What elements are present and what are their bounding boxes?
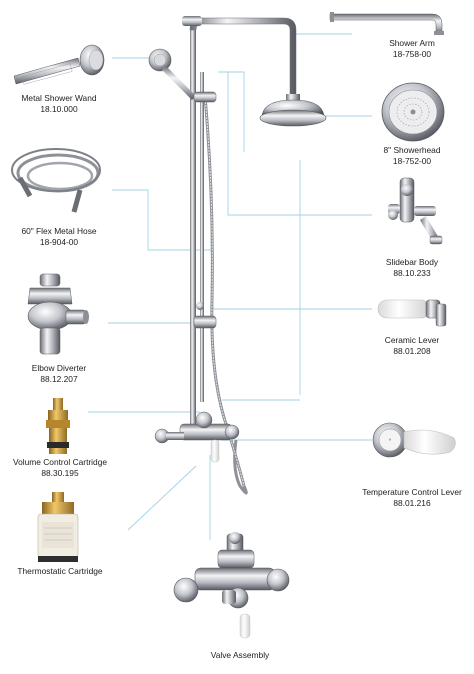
leader-thermo-cartridge (127, 465, 197, 531)
label-thermostatic-cartridge: Thermostatic Cartridge (8, 566, 112, 577)
elbow-diverter-image (27, 273, 89, 355)
ceramic-lever-image (377, 299, 447, 327)
part-number: 18-758-00 (392, 48, 432, 59)
label-elbow-diverter: Elbow Diverter 88.12.207 (14, 363, 104, 384)
label-flex-hose: 60" Flex Metal Hose 18-904-00 (14, 226, 104, 247)
part-number: 88.30.195 (41, 467, 79, 478)
part-name: Shower Arm (389, 38, 435, 48)
part-name: 8" Showerhead (383, 145, 441, 155)
label-volume-cartridge: Volume Control Cartridge 88.30.195 (8, 457, 112, 478)
part-name: Thermostatic Cartridge (17, 566, 103, 576)
part-number: 88.10.233 (393, 267, 431, 278)
part-number: 88.01.216 (393, 497, 431, 508)
part-name: 60" Flex Metal Hose (21, 226, 97, 236)
metal-wand-image (13, 44, 105, 85)
part-number: 88.01.208 (393, 345, 431, 356)
label-temperature-lever: Temperature Control Lever 88.01.216 (362, 487, 462, 508)
volume-cartridge-image (46, 398, 70, 454)
valve-assembly-image (173, 532, 290, 639)
top-joint (182, 16, 202, 26)
wand-assembled (148, 48, 196, 100)
label-valve-assembly: Valve Assembly (190, 650, 290, 661)
leader-slidebar-bracket (218, 71, 245, 152)
label-slidebar-body: Slidebar Body 88.10.233 (372, 257, 452, 278)
part-name: Metal Shower Wand (21, 93, 97, 103)
part-number: 18-904-00 (39, 236, 79, 247)
label-metal-wand: Metal Shower Wand 18.10.000 (14, 93, 104, 114)
riser-pipe (190, 24, 196, 424)
leader-slidebar-body (227, 72, 372, 216)
label-ceramic-lever: Ceramic Lever 88.01.208 (372, 335, 452, 356)
valve-right-knob (224, 424, 240, 440)
part-name: Volume Control Cartridge (12, 457, 108, 467)
top-elbow (189, 17, 297, 97)
temperature-lever-image: ° (372, 422, 456, 458)
slider-upper (193, 91, 217, 103)
label-shower-arm: Shower Arm 18-758-00 (372, 38, 452, 59)
part-number: 88.12.207 (40, 373, 78, 384)
part-name: Ceramic Lever (384, 335, 440, 345)
showerhead-image (381, 82, 445, 142)
shower-arm-image (329, 12, 444, 35)
part-name: Valve Assembly (210, 650, 270, 660)
valve-center-dome (195, 411, 213, 429)
part-number: 18.10.000 (40, 103, 78, 114)
part-name: Temperature Control Lever (362, 487, 462, 497)
slidebar-body-image (388, 177, 443, 245)
assembled-shower (148, 16, 327, 495)
slide-bar (200, 72, 204, 402)
slider-mid (193, 315, 217, 329)
leader-flex-hose (112, 189, 212, 251)
leader-lines (88, 33, 372, 540)
part-name: Slidebar Body (385, 257, 439, 267)
part-number: 18-752-00 (392, 155, 432, 166)
part-name: Elbow Diverter (31, 363, 87, 373)
thermostatic-cartridge-image (37, 492, 79, 562)
flex-hose-image (11, 148, 101, 213)
label-showerhead: 8" Showerhead 18-752-00 (372, 145, 452, 166)
showerhead-face (259, 109, 327, 127)
svg-text:°: ° (389, 439, 392, 445)
